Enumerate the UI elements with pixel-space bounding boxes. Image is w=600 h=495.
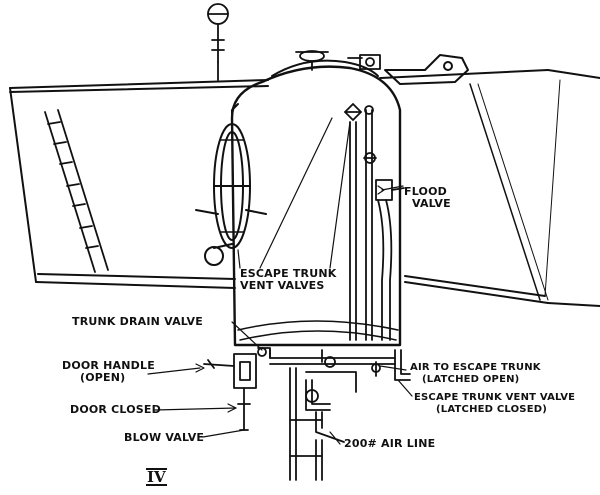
air-line-label: 200# AIR LINE [344, 437, 436, 450]
support-bracket [384, 54, 469, 85]
marker-buoy [207, 3, 229, 81]
drain-column [257, 347, 323, 481]
door-mechanism [203, 353, 257, 431]
air-lines [269, 349, 411, 443]
door-closed-label: DOOR CLOSED [70, 403, 161, 416]
door-handle-label: DOOR HANDLE (OPEN) [62, 359, 155, 384]
trunk-drain-valve-label: TRUNK DRAIN VALVE [72, 315, 203, 328]
figure-number: IV [146, 468, 167, 486]
vent-pipes [344, 103, 405, 341]
escape-trunk-vent-valves-label: ESCAPE TRUNK VENT VALVES [240, 267, 337, 292]
top-hatch-fittings [295, 50, 381, 71]
leader-lines [147, 117, 413, 445]
air-to-escape-trunk-label: AIR TO ESCAPE TRUNK (LATCHED OPEN) [410, 362, 541, 385]
escape-trunk-body [230, 59, 402, 347]
side-door [195, 103, 267, 266]
hull-structure [9, 69, 600, 307]
escape-trunk-vent-valve-label: ESCAPE TRUNK VENT VALVE (LATCHED CLOSED) [414, 392, 576, 415]
blow-valve-label: BLOW VALVE [124, 431, 205, 444]
ladder [44, 109, 109, 273]
flood-valve-label: FLOOD VALVE [404, 185, 451, 210]
